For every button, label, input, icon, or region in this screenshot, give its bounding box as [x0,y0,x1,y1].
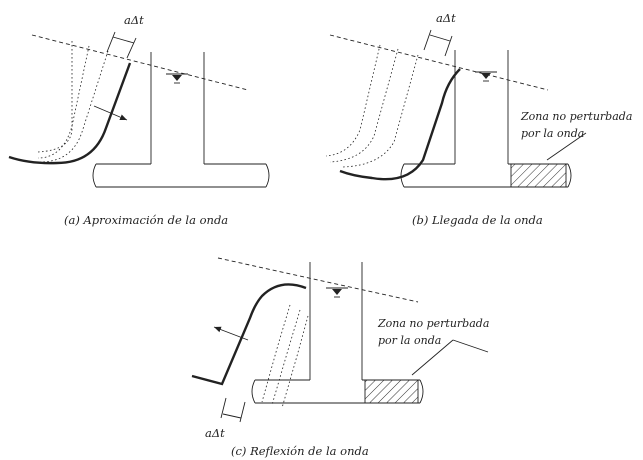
water-level-symbol-a [166,73,188,84]
water-level-symbol-b [475,71,497,82]
delta-dimension-b [423,29,453,57]
note-line1-b: Zona no perturbada [520,110,632,123]
wave-prev-1-b [341,54,419,168]
wave-prev-3-c [281,315,309,409]
wave-prev-2-a [37,45,90,159]
wave-prev-1-a [39,50,109,163]
undisturbed-zone-c [364,379,419,404]
wave-front-b [339,68,461,181]
note-pointer-c-2 [411,339,454,376]
panel-a: aΔt (a) Aproximación de la onda [8,13,270,227]
wave-prev-2-b [329,48,399,163]
wave-front-a [8,62,132,165]
delta-dimension-a [106,31,137,59]
energy-line-b [329,34,549,91]
propagation-arrow-c [213,326,249,341]
pipe-a [92,163,270,188]
note-line2-c: por la onda [378,334,441,347]
panel-b: aΔt Zona no perturbada por la onda (b) L… [325,11,632,227]
wave-prev-1-c [261,304,291,403]
wave-front-c [191,283,307,386]
wave-prev-2-c [271,309,301,406]
energy-line-c [217,257,419,303]
note-pointer-c [452,339,489,353]
delta-dimension-c [220,397,246,423]
propagation-arrow-a [93,105,128,121]
caption-c: (c) Reflexión de la onda [231,444,369,458]
delta-label-c: aΔt [205,426,225,440]
note-line2-b: por la onda [521,127,584,140]
water-level-symbol-c [326,287,348,298]
note-pointer-b [546,132,587,161]
delta-label-a: aΔt [124,13,144,27]
wave-prev-3-a [37,41,73,153]
undisturbed-zone-b [510,163,567,188]
delta-label-b: aΔt [436,11,456,25]
note-line1-c: Zona no perturbada [377,317,489,330]
caption-a: (a) Aproximación de la onda [64,213,228,227]
caption-b: (b) Llegada de la onda [412,213,543,227]
energy-line-a [31,34,249,91]
panel-c: aΔt Zona no perturbada por la onda (c) R… [191,257,489,458]
wave-prev-3-b [325,44,381,157]
